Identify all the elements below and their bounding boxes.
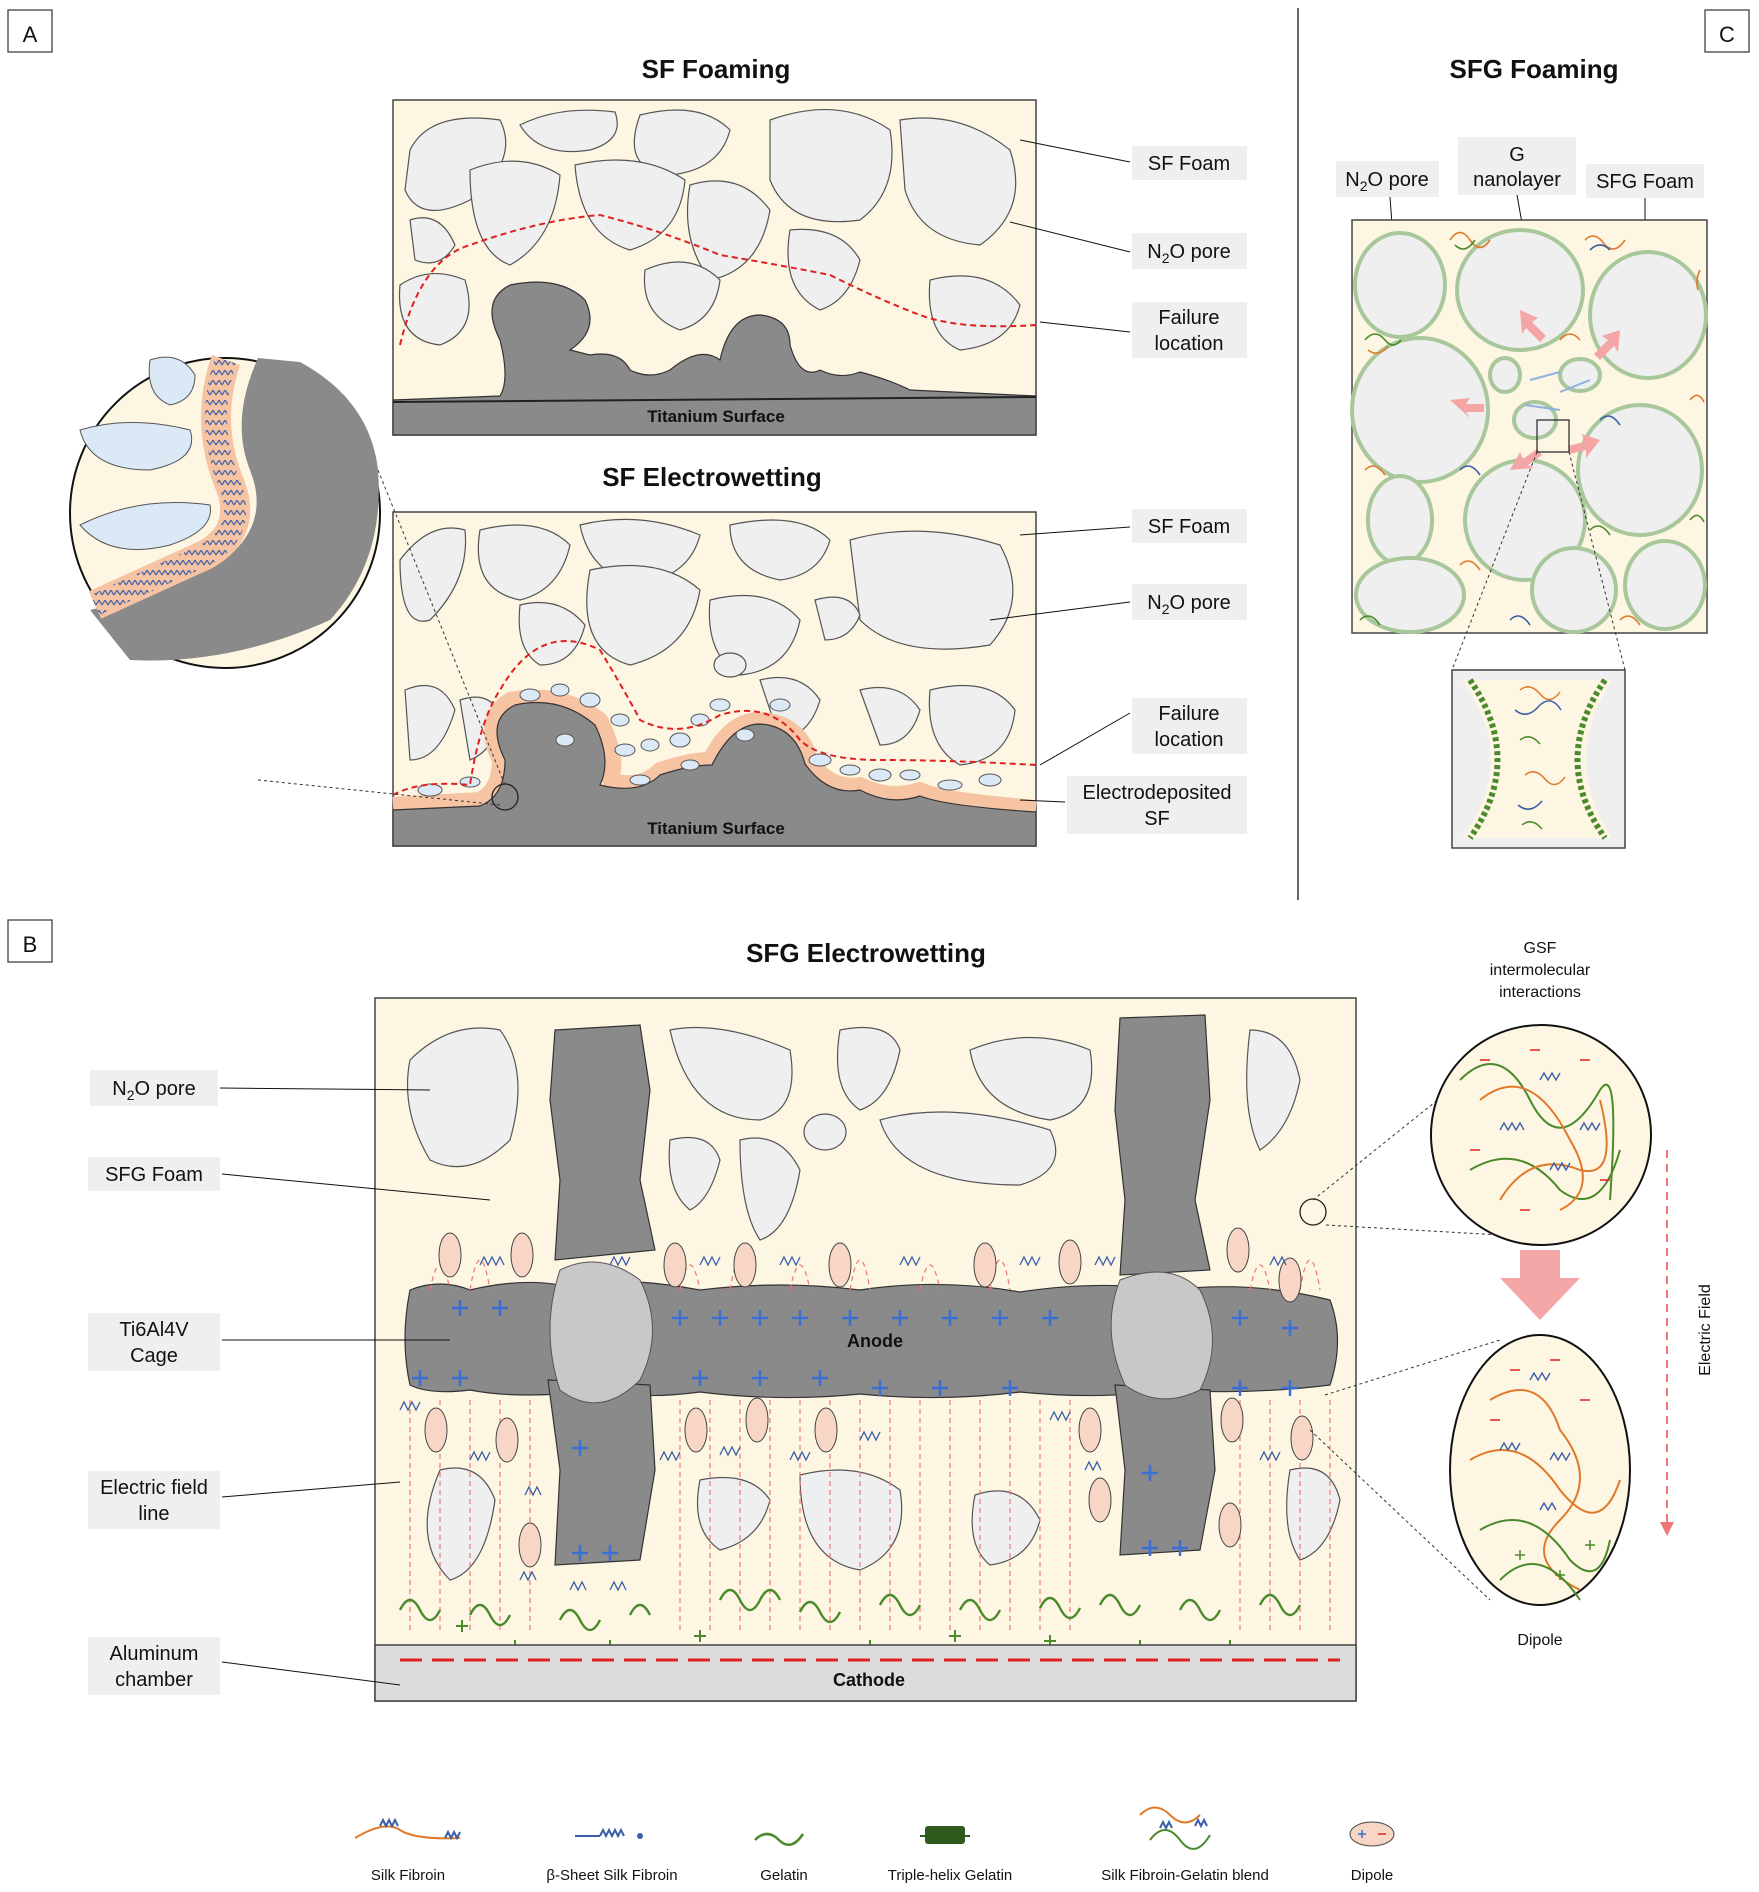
anode-label: Anode (847, 1331, 903, 1351)
svg-text:N2O pore: N2O pore (1345, 169, 1428, 194)
svg-text:β-Sheet Silk Fibroin: β-Sheet Silk Fibroin (546, 1867, 677, 1884)
svg-text:Dipole: Dipole (1351, 1867, 1394, 1884)
svg-text:N2O pore: N2O pore (1147, 592, 1230, 617)
cathode-label: Cathode (833, 1670, 905, 1690)
sfg-foaming-diagram (1350, 219, 1708, 634)
svg-text:Gelatin: Gelatin (760, 1867, 808, 1884)
legend-beta-sheet: β-Sheet Silk Fibroin (546, 1827, 678, 1884)
svg-text:G: G (1509, 144, 1525, 166)
svg-text:Dipole: Dipole (1517, 1632, 1562, 1649)
sf-foaming-surface-label: Titanium Surface (647, 407, 785, 426)
legend-silk-fibroin: Silk Fibroin (354, 1817, 461, 1884)
sfg-foaming-labels: N2O pore G nanolayer SFG Foam (1336, 137, 1704, 266)
sfg-electrowetting-diagram: Anode (374, 997, 1357, 1702)
svg-text:Triple-helix Gelatin: Triple-helix Gelatin (888, 1867, 1013, 1884)
svg-text:Cage: Cage (130, 1345, 178, 1367)
sfg-electrowetting-labels: N2O pore SFG Foam Ti6Al4V Cage Electric … (88, 1070, 491, 1695)
svg-text:chamber: chamber (115, 1669, 193, 1691)
svg-text:location: location (1155, 333, 1224, 355)
svg-text:C: C (1719, 22, 1735, 47)
sf-foaming-diagram: Titanium Surface (392, 99, 1037, 436)
legend-triple-helix-gelatin: Triple-helix Gelatin (888, 1826, 1013, 1884)
svg-text:interactions: interactions (1499, 984, 1581, 1001)
sf-electrowetting-labels: SF Foam N2O pore Failure location Electr… (989, 509, 1247, 834)
svg-text:N2O pore: N2O pore (1147, 241, 1230, 266)
sf-electrowetting-title: SF Electrowetting (602, 462, 822, 492)
svg-text:Silk Fibroin: Silk Fibroin (371, 1867, 445, 1884)
svg-text:Failure: Failure (1158, 703, 1219, 725)
svg-text:GSF: GSF (1524, 940, 1557, 957)
g-nanolayer-zoom (1451, 451, 1626, 849)
legend-sf-gelatin-blend: Silk Fibroin-Gelatin blend (1101, 1806, 1269, 1884)
svg-text:A: A (23, 22, 38, 47)
svg-text:SFG Foam: SFG Foam (105, 1164, 203, 1186)
svg-text:intermolecular: intermolecular (1490, 962, 1591, 979)
sf-electrowetting-diagram: Titanium Surface (392, 511, 1037, 847)
svg-text:N2O pore: N2O pore (112, 1078, 195, 1103)
sfg-foaming-title: SFG Foaming (1450, 54, 1619, 84)
panel-a-letter: A (7, 9, 53, 53)
legend-dipole: Dipole (1349, 1821, 1395, 1884)
svg-text:Silk Fibroin-Gelatin blend: Silk Fibroin-Gelatin blend (1101, 1867, 1269, 1884)
svg-text:SFG Foam: SFG Foam (1596, 171, 1694, 193)
gsf-interactions: GSF intermolecular interactions (1309, 940, 1714, 1649)
sfg-electrowetting-title: SFG Electrowetting (746, 938, 986, 968)
electric-field-label: Electric Field (1697, 1284, 1714, 1376)
svg-text:nanolayer: nanolayer (1473, 169, 1561, 191)
sf-electrowetting-surface-label: Titanium Surface (647, 819, 785, 838)
svg-text:Aluminum: Aluminum (110, 1643, 199, 1665)
svg-text:SF Foam: SF Foam (1148, 516, 1230, 538)
svg-text:location: location (1155, 729, 1224, 751)
panel-b-letter: B (7, 919, 53, 963)
sf-foaming-title: SF Foaming (642, 54, 791, 84)
svg-text:line: line (138, 1503, 169, 1525)
sf-foaming-labels: SF Foam N2O pore Failure location (1009, 139, 1247, 358)
svg-text:Electric field: Electric field (100, 1477, 208, 1499)
svg-text:Ti6Al4V: Ti6Al4V (119, 1319, 189, 1341)
svg-text:B: B (23, 932, 38, 957)
panel-c-letter: C (1704, 9, 1750, 53)
svg-text:SF Foam: SF Foam (1148, 153, 1230, 175)
svg-text:Failure: Failure (1158, 307, 1219, 329)
legend-gelatin: Gelatin (754, 1832, 808, 1884)
sf-interface-zoom (69, 355, 506, 806)
svg-text:Electrodeposited: Electrodeposited (1083, 782, 1232, 804)
svg-text:SF: SF (1144, 808, 1170, 830)
legend: Silk Fibroin β-Sheet Silk Fibroin Gelati… (354, 1806, 1395, 1884)
